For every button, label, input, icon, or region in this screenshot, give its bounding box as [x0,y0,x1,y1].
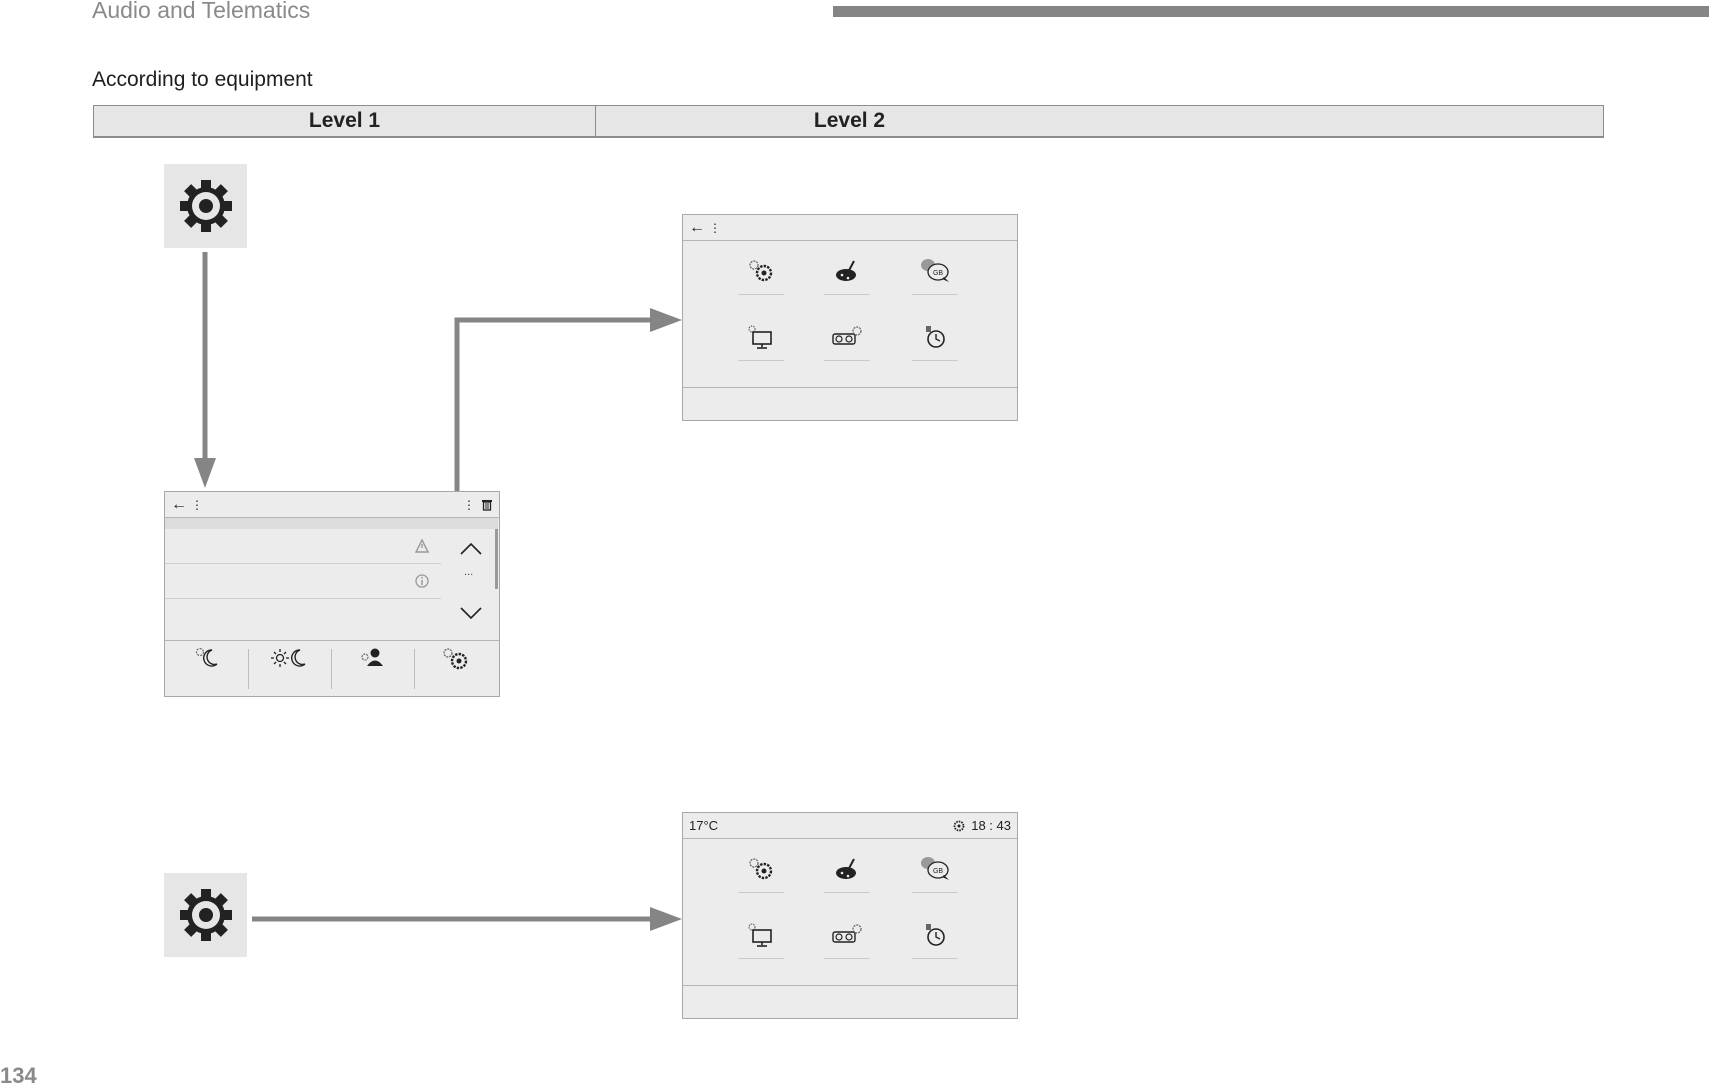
grid-item-language[interactable]: GB [912,849,958,893]
screen-topbar: 17°C 18 : 43 [683,813,1017,839]
units-icon [832,924,862,943]
header-rule [833,6,1709,17]
grid-item-screen-config[interactable] [738,317,784,361]
arrow-down-head [194,458,216,488]
grid-item-time[interactable] [912,317,958,361]
back-arrow-icon[interactable]: ← [171,495,187,513]
svg-text:GB: GB [933,270,943,277]
grid-item-time[interactable] [912,915,958,959]
grid-item-system-settings[interactable] [738,251,784,295]
night-mode-icon [195,647,217,667]
scrollbar-thumb[interactable] [495,529,498,589]
tab-night-mode[interactable] [165,641,248,697]
clock-readout: 18 : 43 [971,818,1011,833]
screen-bottombar [683,387,1017,420]
warning-icon [415,539,429,553]
more-options-icon[interactable]: ⋮ [709,220,721,235]
grid-item-language[interactable]: GB [912,251,958,295]
settings-icon [442,648,467,670]
tab-settings[interactable] [414,641,497,697]
settings-key-button-2[interactable] [164,873,247,957]
tab-day-night[interactable] [248,641,331,697]
grid-item-system-settings[interactable] [738,849,784,893]
language-icon: GB [921,259,949,282]
level1-heading: Level 1 [94,106,596,136]
theme-icon [836,858,856,879]
level2-heading: Level 2 [813,109,886,132]
grid-item-screen-config[interactable] [738,915,784,959]
time-icon [926,924,945,946]
home-screen: 17°C 18 : 43 GB [682,812,1018,1019]
tab-divider [248,649,249,689]
list-item[interactable] [165,529,441,564]
grid-item-theme[interactable] [824,849,870,893]
tab-profile[interactable] [331,641,414,697]
gear-icon [179,889,232,941]
settings-small-icon [953,820,965,831]
level2-screen: ← ⋮ GB [682,214,1018,421]
units-icon [832,326,862,345]
scroll-down-icon[interactable] [459,606,483,622]
scroll-indicator: ... [464,566,474,578]
grid-item-units[interactable] [824,915,870,959]
grid-item-units[interactable] [824,317,870,361]
back-arrow-icon[interactable]: ← [689,218,705,236]
profile-icon [360,648,383,666]
trash-icon[interactable] [481,499,493,511]
list-item[interactable] [165,564,441,599]
screen-topbar: ← ⋮ [683,215,1017,241]
tab-divider [414,649,415,689]
section-title: Audio and Telematics [92,0,311,23]
screen-config-icon [748,325,772,349]
level-table-header: Level 1 Level 2 [93,105,1604,138]
list-item[interactable] [165,599,441,633]
gear-icon [179,180,232,232]
settings-key-button[interactable] [164,164,247,248]
day-night-icon [270,649,305,667]
screen-topbar: ← ⋮ ⋮ [165,492,499,518]
tab-divider [331,649,332,689]
equipment-note: According to equipment [92,68,313,91]
temperature-readout: 17°C [689,818,719,833]
page-number: 134 [0,1063,37,1088]
system-settings-icon [749,858,773,880]
more-options-icon[interactable]: ⋮ [463,497,475,512]
arrow-level2-head [650,308,682,332]
more-options-icon[interactable]: ⋮ [191,497,203,512]
bottom-tab-bar [165,640,499,696]
screen-config-icon [748,923,772,947]
arrow-right-head [650,907,682,931]
grid-item-theme[interactable] [824,251,870,295]
screen-bottombar [683,985,1017,1018]
theme-icon [836,260,856,281]
time-icon [926,326,945,348]
svg-text:GB: GB [933,868,943,875]
level1-screen: ← ⋮ ⋮ ... [164,491,500,697]
list-header-strip [165,518,498,529]
scroll-up-icon[interactable] [459,540,483,556]
info-icon [415,574,429,588]
system-settings-icon [749,260,773,282]
language-icon: GB [921,857,949,880]
